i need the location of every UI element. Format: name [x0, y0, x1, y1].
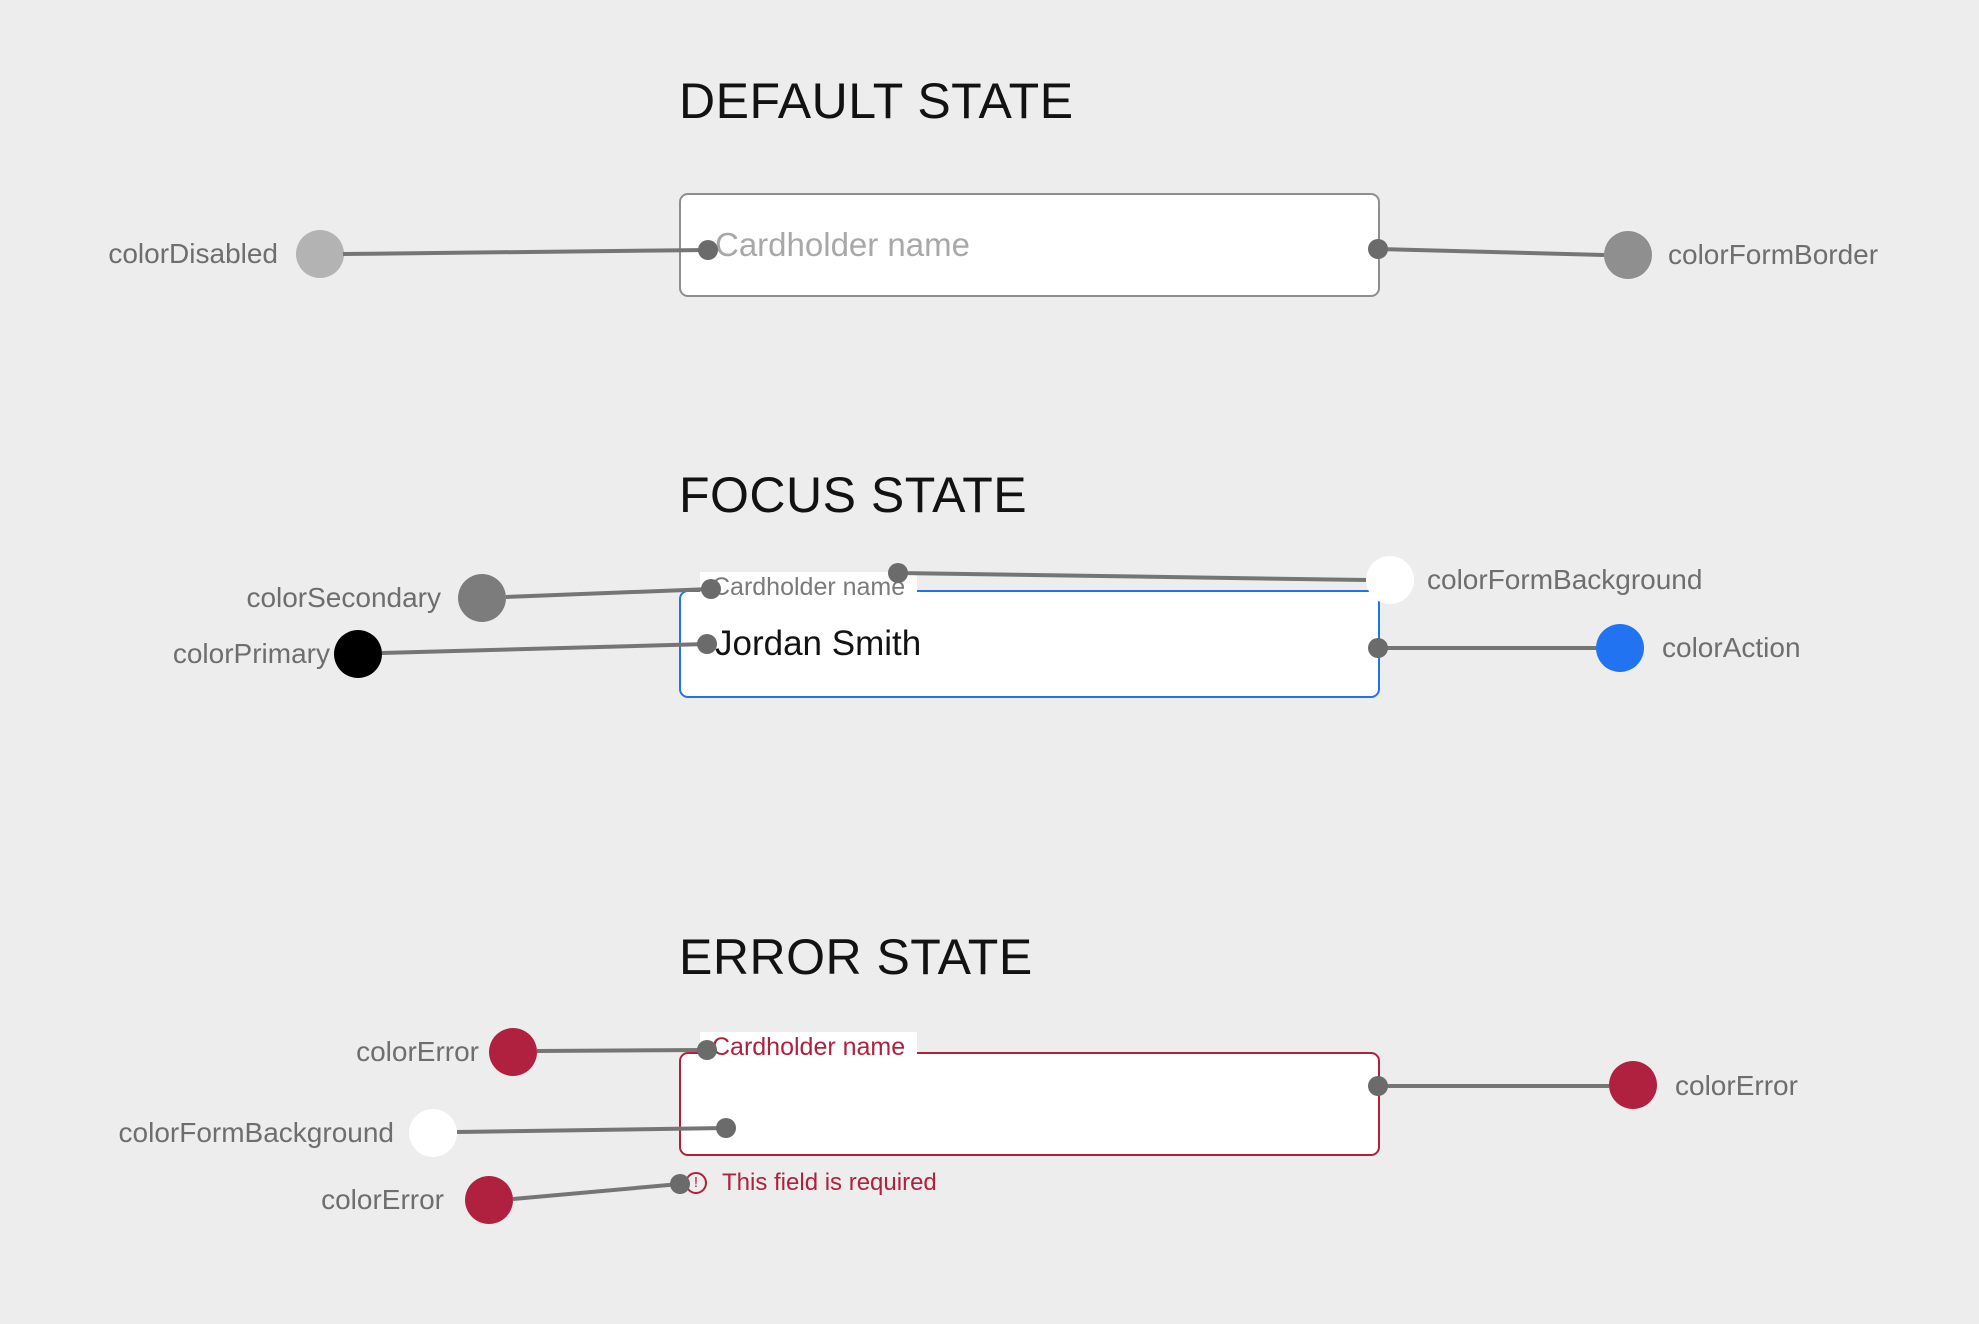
cardholder-field-focus — [679, 590, 1380, 698]
swatch-colorFormBackground-focus — [1366, 556, 1414, 604]
swatch-colorDisabled — [296, 230, 344, 278]
swatch-colorPrimary — [334, 630, 382, 678]
annotation-label-colorAction: colorAction — [1662, 632, 1801, 663]
annotation-label-colorPrimary: colorPrimary — [172, 638, 330, 669]
connector-line — [342, 248, 709, 256]
floating-label-error: Cardholder name — [700, 1032, 918, 1063]
connector-line — [897, 571, 1367, 582]
cardholder-input-default[interactable] — [681, 195, 1378, 295]
annotation-label-colorSecondary: colorSecondary — [246, 582, 441, 613]
annotation-label-colorError-label: colorError — [356, 1036, 479, 1067]
connector-line — [381, 642, 708, 655]
connector-line — [536, 1048, 708, 1053]
swatch-colorError-border — [1609, 1061, 1657, 1109]
connector-line — [512, 1182, 681, 1201]
error-message: This field is required — [722, 1169, 937, 1196]
annotation-label-colorError-border: colorError — [1675, 1070, 1798, 1101]
swatch-colorAction — [1596, 624, 1644, 672]
connector-line — [1377, 247, 1605, 257]
swatch-colorFormBackground-error — [409, 1109, 457, 1157]
annotation-label-colorError-message: colorError — [321, 1184, 444, 1215]
swatch-colorError-message — [465, 1176, 513, 1224]
cardholder-field-error — [679, 1052, 1380, 1156]
section-title-focus: FOCUS STATE — [679, 467, 1028, 523]
floating-label-focus: Cardholder name — [700, 572, 918, 602]
annotation-label-colorFormBorder: colorFormBorder — [1668, 239, 1879, 270]
error-exclamation-icon: ! — [685, 1172, 707, 1194]
swatch-colorFormBorder — [1604, 231, 1652, 279]
annotation-label-colorFormBackground-error: colorFormBackground — [118, 1117, 394, 1148]
cardholder-input-error[interactable] — [681, 1054, 1378, 1154]
annotation-label-colorDisabled: colorDisabled — [108, 238, 278, 269]
cardholder-field-default — [679, 193, 1380, 297]
swatch-colorSecondary — [458, 574, 506, 622]
swatch-colorError-label — [489, 1028, 537, 1076]
cardholder-input-focus[interactable] — [681, 592, 1378, 696]
section-title-error: ERROR STATE — [679, 929, 1033, 985]
section-title-default: DEFAULT STATE — [679, 73, 1074, 129]
annotation-label-colorFormBackground-focus: colorFormBackground — [1427, 564, 1703, 595]
